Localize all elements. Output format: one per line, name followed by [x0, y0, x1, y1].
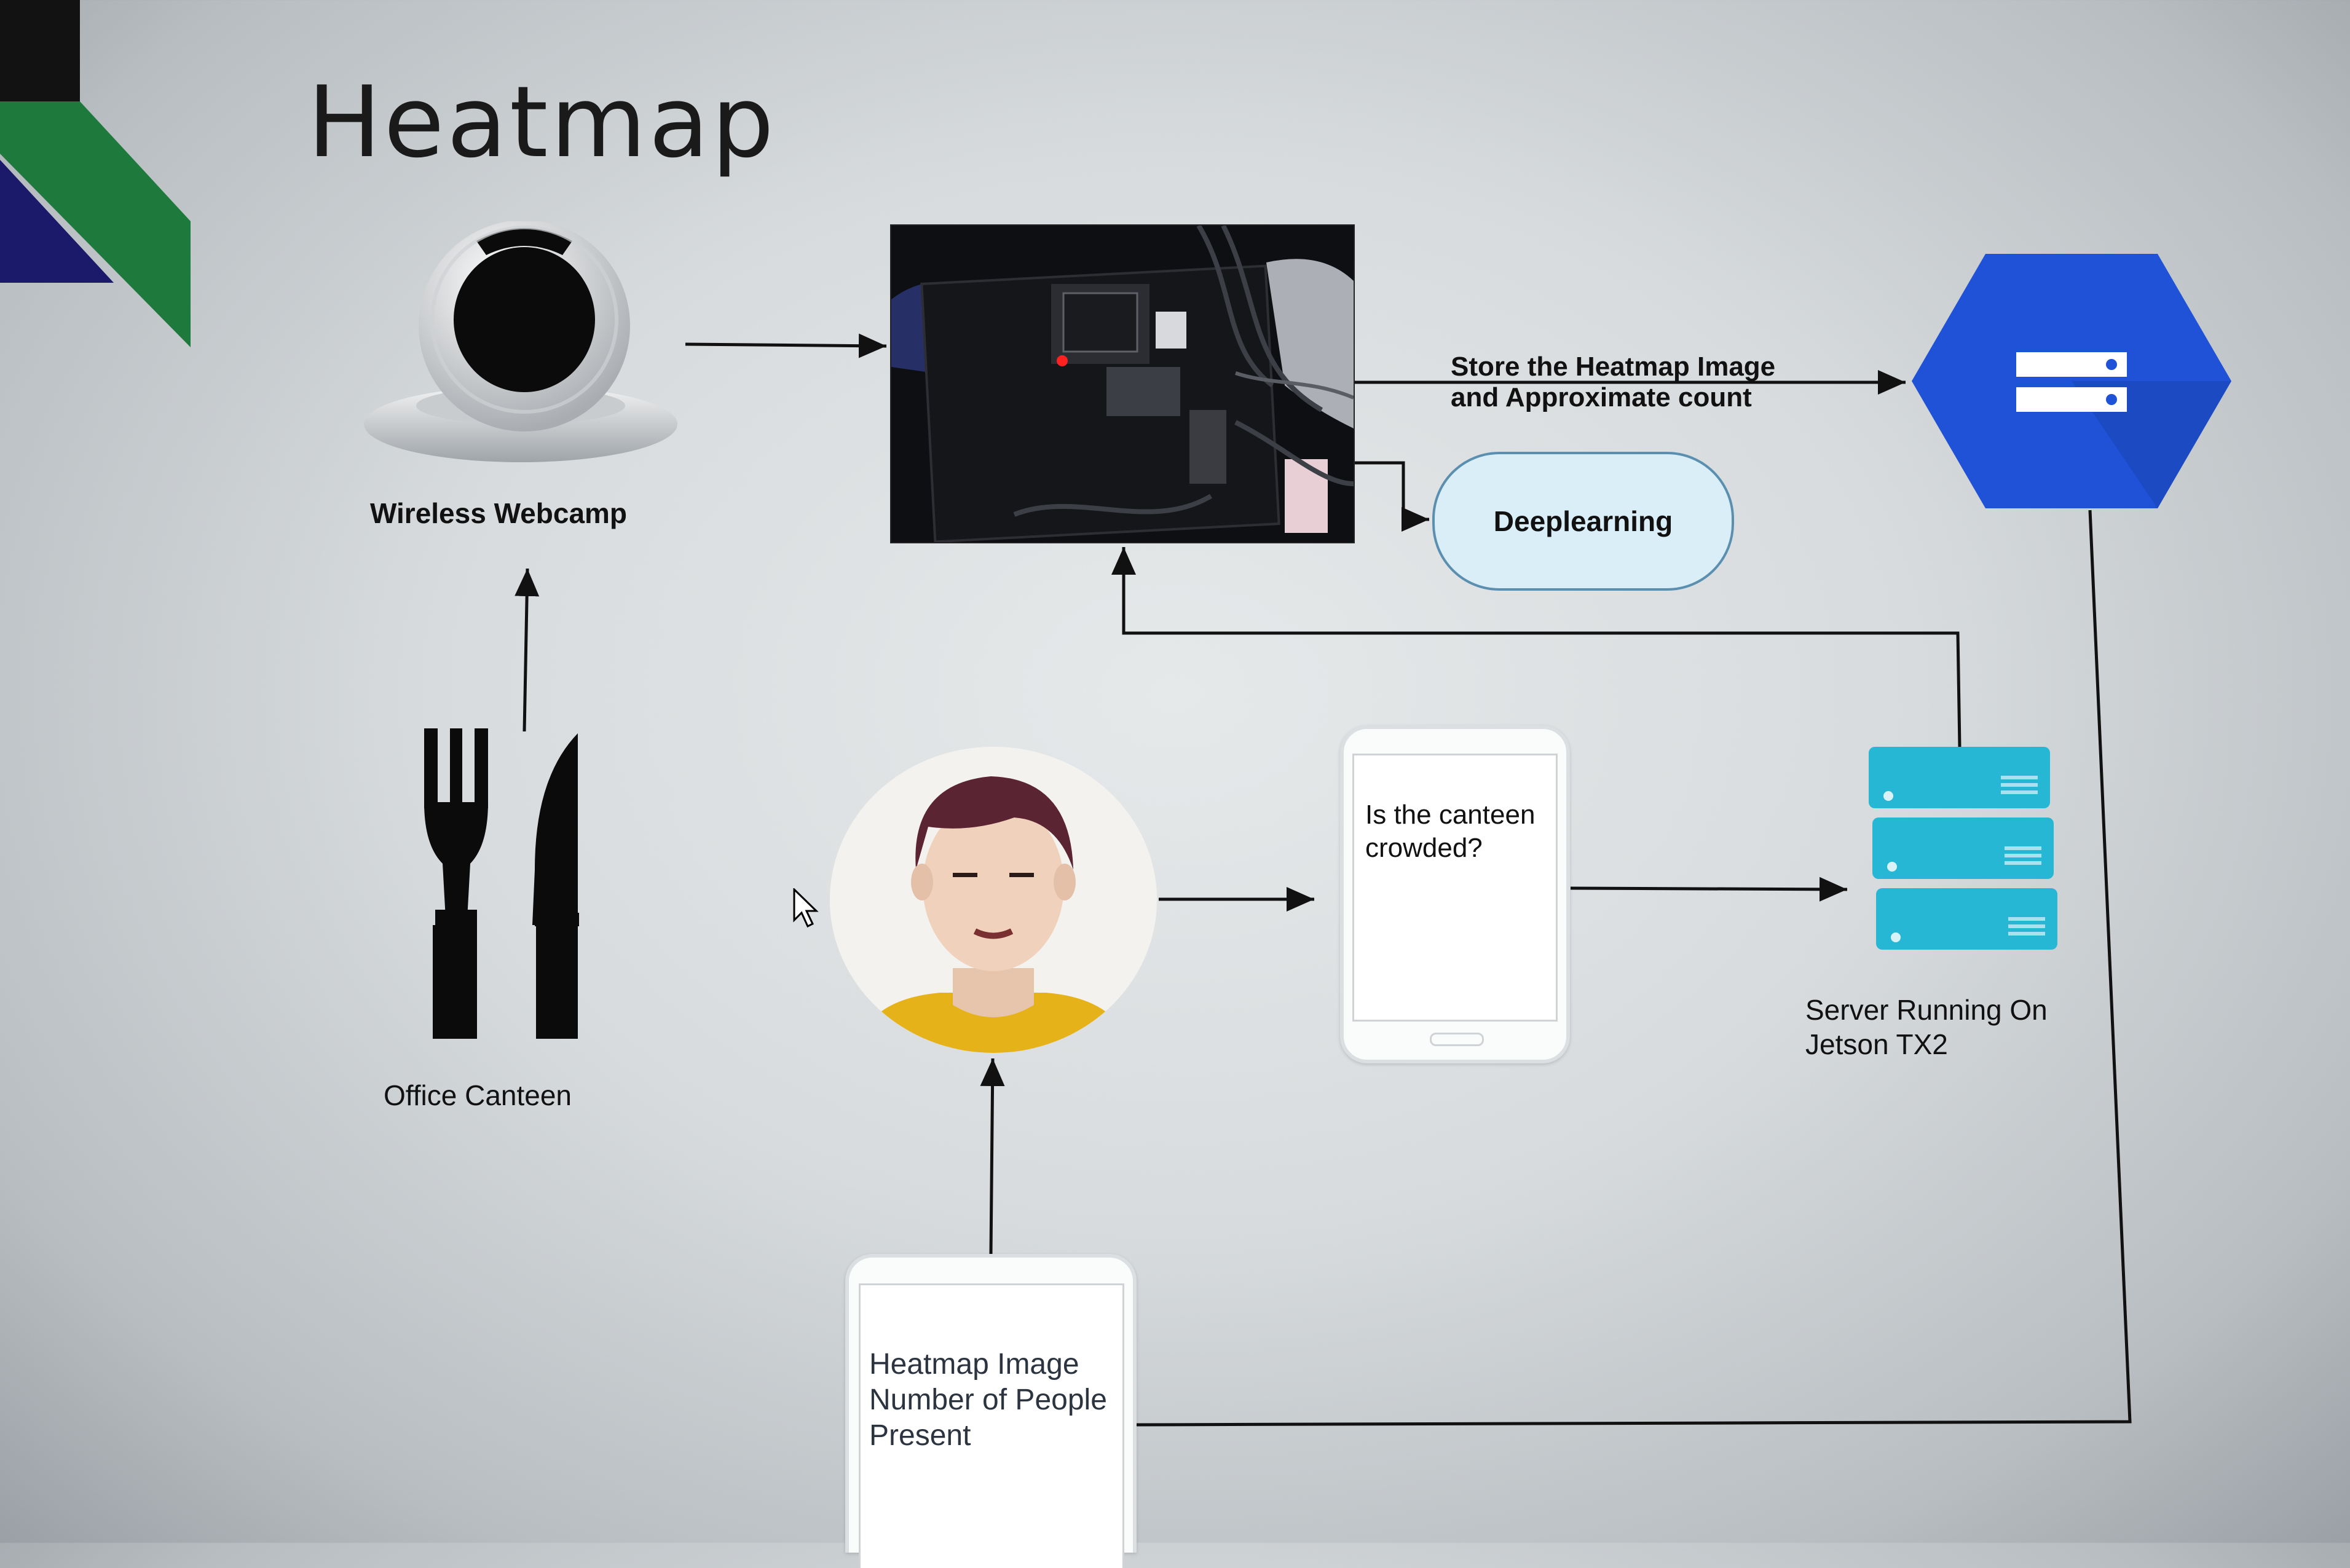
- result-screen: Heatmap Image Number of People Present: [859, 1283, 1124, 1568]
- server-label-line-1: Server Running On: [1805, 994, 2048, 1026]
- storage-hexagon-icon: [1912, 254, 2231, 508]
- result-line-3: Present: [869, 1419, 971, 1452]
- result-line-1: Heatmap Image: [869, 1348, 1079, 1381]
- cursor-icon: [793, 888, 819, 928]
- person-avatar-icon: [830, 747, 1157, 1053]
- board-photo: [890, 224, 1355, 543]
- store-label: Store the Heatmap Image and Approximate …: [1451, 352, 1775, 413]
- phone-question-line-1: Is the canteen: [1365, 800, 1536, 830]
- phone-screen: Is the canteen crowded?: [1352, 754, 1558, 1022]
- corner-decoration: [0, 0, 191, 347]
- line-storage-to-result: [1135, 510, 2132, 1427]
- webcam-label: Wireless Webcamp: [370, 497, 628, 529]
- deeplearning-node: Deeplearning: [1432, 452, 1734, 591]
- server-stack-icon: [1869, 747, 2057, 950]
- phone-question: Is the canteen crowded?: [1365, 798, 1535, 865]
- smartphone-icon: Is the canteen crowded?: [1340, 725, 1570, 1063]
- result-line-2: Number of People: [869, 1384, 1107, 1416]
- server-label-line-2: Jetson TX2: [1805, 1028, 1948, 1060]
- arrow-phone-to-server: [1570, 877, 1848, 902]
- canteen-label: Office Canteen: [384, 1079, 572, 1111]
- arrow-server-to-board: [1111, 547, 1962, 747]
- arrow-result-to-avatar: [980, 1058, 1005, 1255]
- phone-question-line-2: crowded?: [1365, 833, 1483, 863]
- result-text: Heatmap Image Number of People Present: [869, 1347, 1107, 1454]
- arrow-board-to-deeplearning: [1352, 461, 1429, 532]
- store-label-line-1: Store the Heatmap Image: [1451, 352, 1776, 382]
- result-phone-icon: Heatmap Image Number of People Present: [845, 1254, 1137, 1568]
- webcam-icon: [364, 221, 677, 462]
- server-label: Server Running On Jetson TX2: [1805, 993, 2048, 1062]
- arrow-webcam-to-board: [685, 333, 887, 358]
- store-label-line-2: and Approximate count: [1451, 382, 1752, 412]
- deeplearning-label: Deeplearning: [1493, 505, 1673, 537]
- fork-knife-icon: [424, 728, 579, 1039]
- arrow-canteen-to-webcam: [515, 568, 540, 732]
- page-title: Heatmap: [307, 65, 776, 179]
- phone-home-button: [1430, 1033, 1484, 1046]
